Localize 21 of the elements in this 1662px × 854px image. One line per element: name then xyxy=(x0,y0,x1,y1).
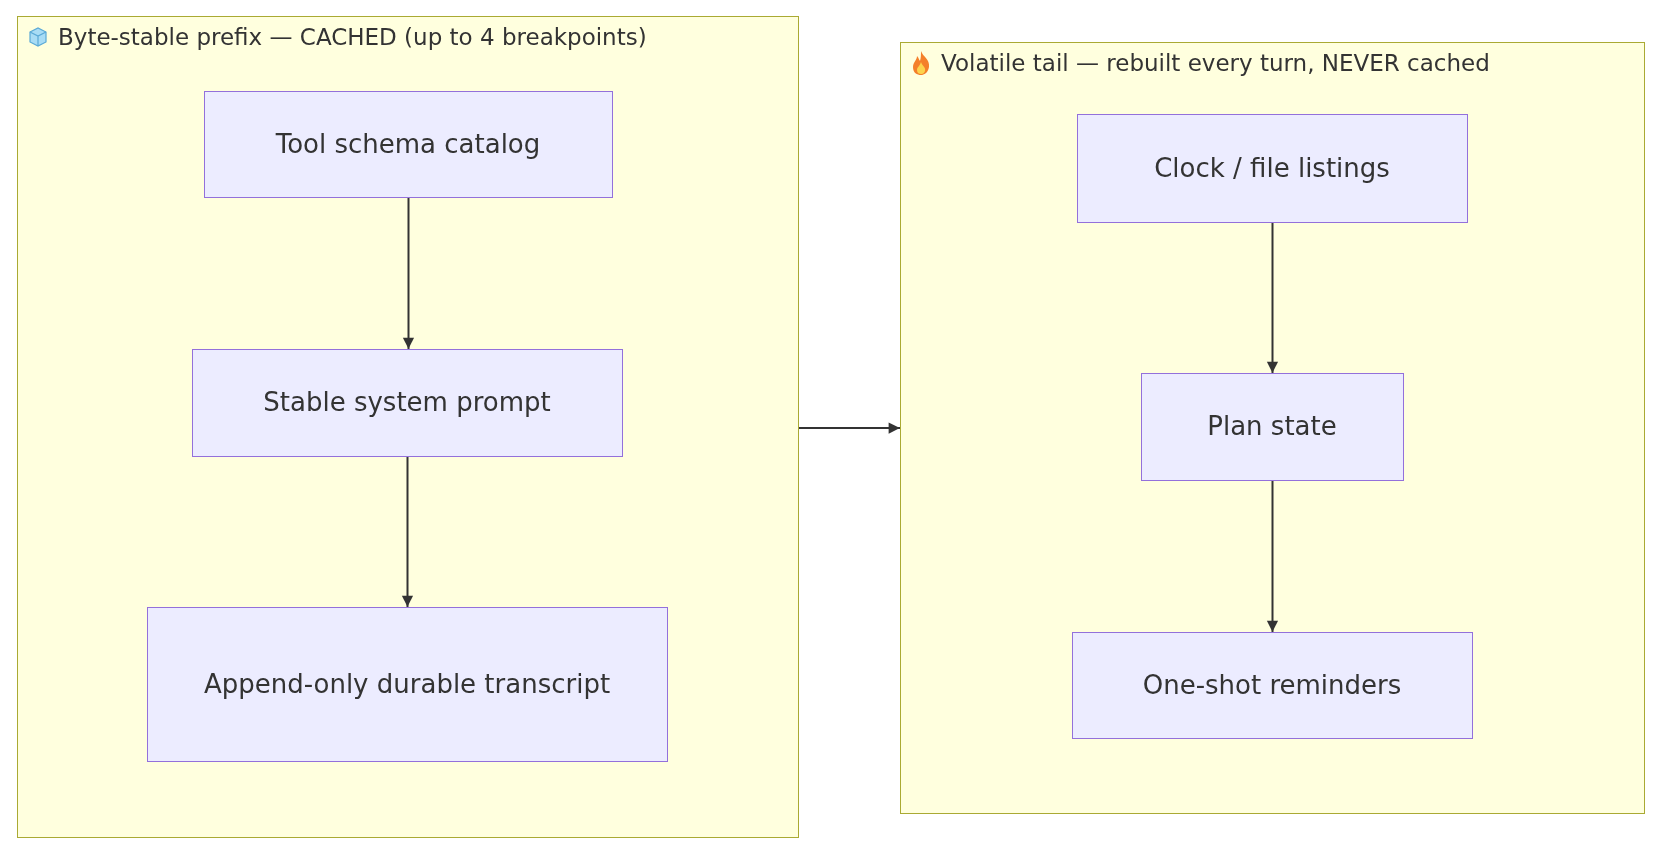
box-label: Tool schema catalog xyxy=(275,127,541,161)
box-label: Append-only durable transcript xyxy=(203,667,611,701)
group-box xyxy=(900,42,1645,814)
arrow xyxy=(402,197,415,350)
process-box xyxy=(191,348,623,457)
arrow xyxy=(401,456,414,608)
arrow xyxy=(1266,480,1279,633)
process-box xyxy=(1071,631,1473,739)
box-label: Stable system prompt xyxy=(263,386,551,420)
group-box xyxy=(17,16,799,838)
group-title: Volatile tail — rebuilt every turn, NEVER cached xyxy=(941,49,1490,78)
process-box xyxy=(203,90,613,198)
box-label: Plan state xyxy=(1207,410,1337,444)
box-label: One-shot reminders xyxy=(1142,668,1402,702)
box-label: Clock / file listings xyxy=(1154,151,1390,185)
process-box xyxy=(146,606,668,762)
process-box xyxy=(1140,372,1404,481)
arrow xyxy=(1266,222,1279,374)
arrow xyxy=(798,422,901,434)
group-title: Byte-stable prefix — CACHED (up to 4 breakpoints) xyxy=(58,23,647,52)
process-box xyxy=(1076,113,1468,223)
